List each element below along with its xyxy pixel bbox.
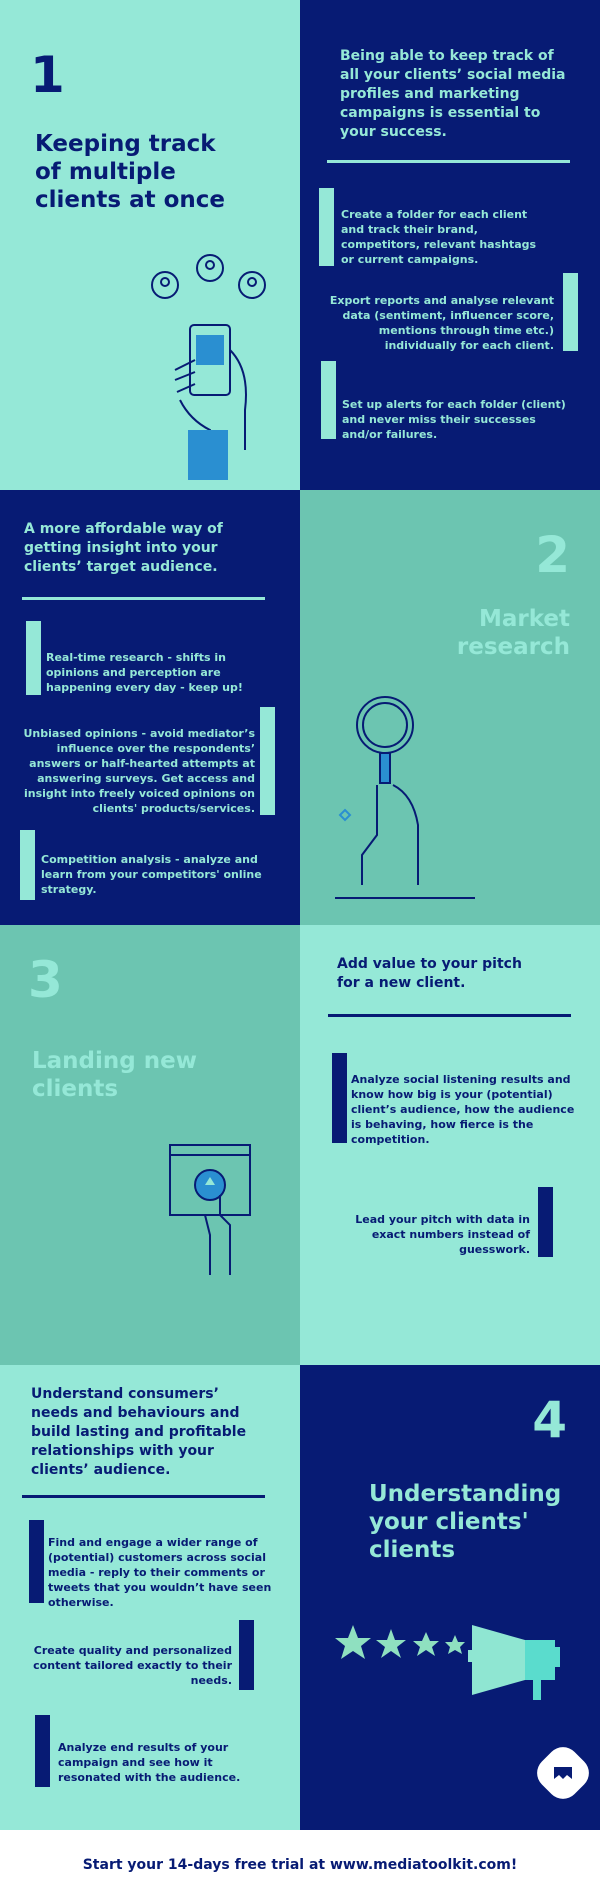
website-click-illustration [169, 1144, 251, 1275]
section-4-title-panel: 4 Understanding your clients' clients [300, 1365, 600, 1830]
accent-bar [332, 1053, 347, 1143]
star-icon [376, 1629, 406, 1658]
bullet-text: Competition analysis - analyze and learn… [41, 853, 262, 896]
section-title: Landing new clients [32, 1048, 197, 1102]
magnifier-hand-illustration [335, 696, 475, 899]
section-intro: Understand consumers’ needs and behaviou… [31, 1386, 247, 1478]
bullet-text: Find and engage a wider range of (potent… [48, 1536, 272, 1609]
bullet-text: Create quality and personalized content … [33, 1644, 232, 1687]
bullet-text: Create a folder for each client and trac… [341, 208, 537, 266]
accent-bar [260, 707, 275, 815]
mediatoolkit-logo-mark [554, 1767, 572, 1779]
footer-cta-link[interactable]: Start your 14-days free trial at www.med… [82, 1856, 518, 1873]
star-icon [335, 1625, 371, 1659]
section-intro: Being able to keep track of all your cli… [340, 48, 566, 140]
accent-bar [239, 1620, 254, 1690]
bullet-text: Unbiased opinions - avoid mediator’s inf… [23, 727, 255, 815]
section-number: 3 [28, 951, 63, 1009]
section-1-title-panel: 1 Keeping track of multiple clients at o… [0, 0, 300, 490]
accent-bar [563, 273, 578, 351]
divider [327, 160, 570, 163]
section-3-details-panel: Add value to your pitch for a new client… [300, 925, 600, 1365]
accent-bar [20, 830, 35, 900]
accent-bar [35, 1715, 50, 1787]
bullet-text: Lead your pitch with data in exact numbe… [355, 1213, 530, 1256]
star-icon [445, 1635, 465, 1654]
accent-bar [321, 361, 336, 439]
section-intro: A more affordable way of getting insight… [24, 521, 223, 575]
accent-bar [29, 1520, 44, 1603]
divider [22, 597, 265, 600]
section-number: 4 [532, 1391, 567, 1449]
section-intro: Add value to your pitch for a new client… [337, 956, 522, 991]
section-number: 1 [30, 46, 65, 104]
bullet-text: Set up alerts for each folder (client) a… [342, 398, 566, 441]
megaphone-icon [472, 1625, 525, 1695]
divider [22, 1495, 265, 1498]
phone-hand-clients-illustration [151, 254, 266, 480]
bullet-text: Export reports and analyse relevant data… [329, 294, 554, 352]
section-3-title-panel: 3 Landing new clients [0, 925, 300, 1365]
bullet-text: Analyze end results of your campaign and… [58, 1741, 241, 1784]
section-title: Understanding your clients' clients [369, 1481, 562, 1563]
section-title: Market research [456, 606, 570, 660]
accent-bar [319, 188, 334, 266]
footer: Start your 14-days free trial at www.med… [0, 1830, 600, 1899]
section-number: 2 [535, 526, 570, 584]
section-2-title-panel: 2 Market research [300, 490, 600, 925]
stars-megaphone-illustration [335, 1625, 560, 1700]
section-title: Keeping track of multiple clients at onc… [35, 131, 225, 213]
bullet-text: Analyze social listening results and kno… [351, 1073, 575, 1146]
divider [328, 1014, 571, 1017]
accent-bar [26, 621, 41, 695]
section-4-details-panel: Understand consumers’ needs and behaviou… [0, 1365, 300, 1830]
section-1-details-panel: Being able to keep track of all your cli… [300, 0, 600, 490]
section-2-details-panel: A more affordable way of getting insight… [0, 490, 300, 925]
accent-bar [538, 1187, 553, 1257]
star-icon [413, 1632, 439, 1656]
bullet-text: Real-time research - shifts in opinions … [46, 651, 243, 694]
